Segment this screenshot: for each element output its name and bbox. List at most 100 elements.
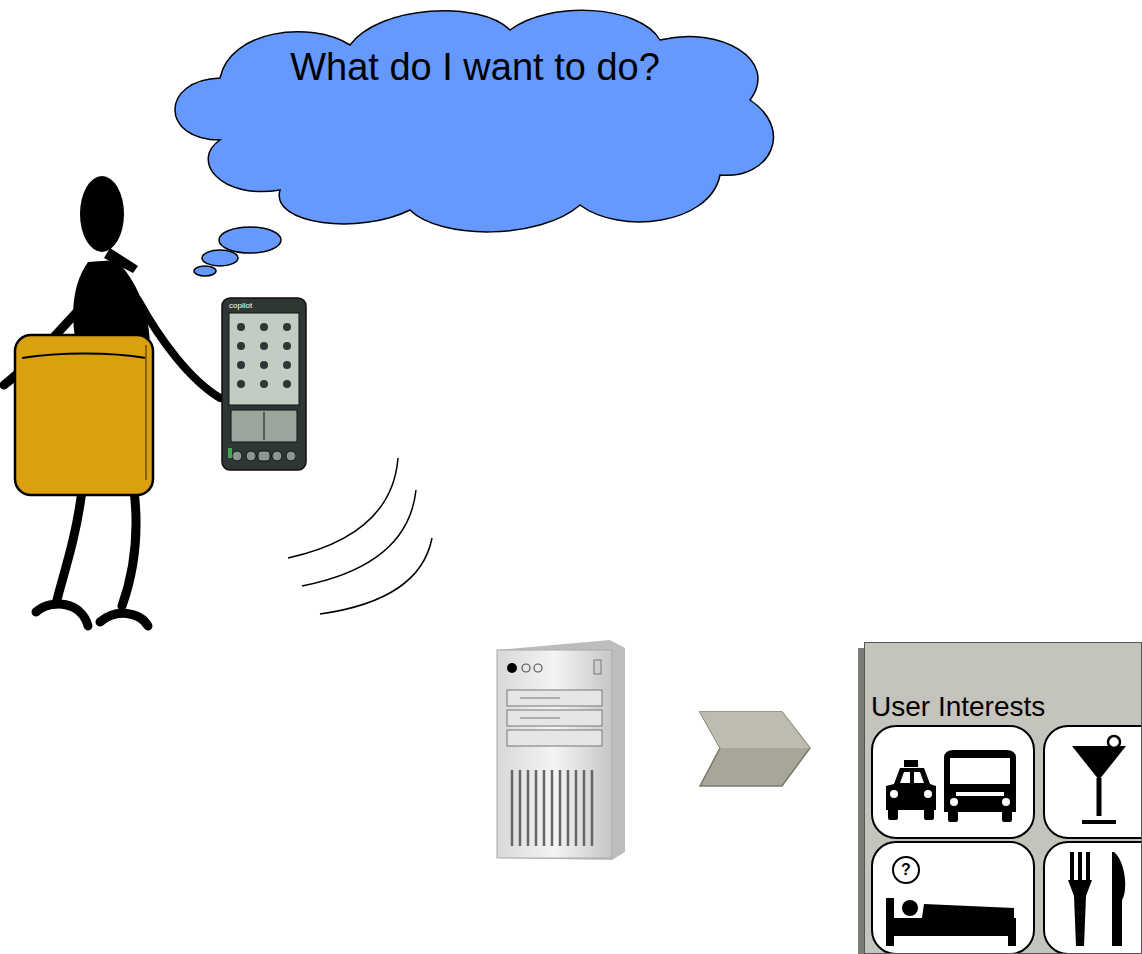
cloud-outline (160, 0, 790, 240)
interest-icons-part (872, 726, 1034, 838)
interest-icons-part (1082, 820, 1116, 824)
interest-icons-part (944, 750, 1016, 812)
interest-icons-part (1044, 726, 1142, 838)
server-tower-part (551, 770, 554, 846)
interest-icons-part (886, 768, 936, 810)
interest-icons-part (1078, 852, 1082, 884)
interest-icons-part (890, 772, 932, 798)
traveller-figure-part (36, 604, 88, 626)
server-tower-part (594, 660, 601, 674)
pda-device (222, 298, 306, 470)
interest-icons-part (888, 808, 898, 820)
pda-device-part (283, 361, 291, 369)
interest-icons-part (1070, 852, 1074, 884)
interest-icons-part (900, 772, 910, 783)
panel-title: User Interests (871, 691, 1045, 723)
device-brand: copilot (229, 302, 252, 310)
pda-device-part (264, 412, 265, 440)
thought-bubbles-part (194, 266, 216, 276)
pda-device-part (283, 342, 291, 350)
question-mark: ? (901, 862, 911, 878)
traveller-figure-part (145, 345, 147, 480)
interest-panel: User Interests (864, 642, 1142, 954)
server-tower-part (512, 770, 592, 846)
interest-icons-part (950, 798, 958, 806)
interest-icons-part (948, 810, 958, 822)
interest-icons-part (886, 898, 894, 946)
pda-device-part (237, 323, 291, 388)
interest-icons-part (1002, 798, 1010, 806)
pda-device-part (260, 361, 268, 369)
pda-device-part (222, 298, 306, 470)
pda-device-part (228, 448, 232, 458)
server-tower-part (559, 770, 562, 846)
pda-device-part (283, 380, 291, 388)
pda-device-part (237, 342, 245, 350)
pda-device-part (237, 380, 245, 388)
interest-icons-part (872, 726, 1142, 954)
server-tower-part (507, 690, 602, 706)
interest-icons-part (904, 760, 918, 767)
interest-icons-part (872, 842, 1034, 954)
interest-icons (872, 726, 1142, 954)
interest-icons-part (950, 758, 1010, 784)
block-arrow-part (700, 712, 810, 786)
thought-text: What do I want to do? (290, 46, 660, 90)
server-tower-part (520, 718, 560, 719)
server-tower-part (497, 650, 612, 858)
interest-icons-part (894, 918, 1014, 936)
interest-icons-part (1097, 778, 1102, 816)
thought-bubbles (194, 227, 281, 276)
server-tower-part (583, 770, 586, 846)
block-arrow-part (700, 712, 810, 748)
interest-icons-part (890, 790, 898, 798)
interest-icons-part (886, 760, 936, 810)
interest-icons-part (1072, 746, 1126, 780)
server-tower-part (507, 710, 602, 726)
server-tower-part (507, 663, 517, 673)
interest-icons-part (914, 772, 924, 783)
server-tower-part (527, 770, 530, 846)
wireless-waves (288, 458, 432, 614)
interest-icons-part (922, 904, 1014, 918)
interest-icons-part (924, 790, 932, 798)
server-tower-part (591, 770, 594, 846)
pda-device-part (229, 313, 299, 405)
pda-device-part (237, 323, 245, 331)
pda-device-part (231, 410, 297, 442)
interest-icons-part (1086, 852, 1090, 884)
server-tower-part (511, 770, 514, 846)
thought-bubbles-part (219, 227, 281, 253)
server-tower-part (567, 770, 570, 846)
pda-device-part (232, 451, 242, 461)
interest-icons-part (1068, 880, 1092, 946)
server-tower-part (522, 664, 530, 672)
traveller-figure-part (104, 248, 138, 273)
pda-device-part (283, 323, 291, 331)
interest-icons-part (924, 808, 934, 820)
server-tower-part (575, 770, 578, 846)
interest-icons-part (1044, 842, 1142, 954)
pda-device-part (260, 342, 268, 350)
server-tower-part (534, 664, 542, 672)
pda-device-part (258, 451, 270, 461)
traveller-figure-part (122, 490, 136, 606)
server-tower-part (507, 730, 602, 746)
server-tower-part (535, 770, 538, 846)
pda-device-part (232, 451, 296, 461)
traveller-figure-part (22, 354, 146, 359)
interest-icons-part (893, 857, 919, 883)
block-arrow (700, 712, 810, 786)
traveller-figure (4, 176, 220, 626)
server-tower-part (543, 770, 546, 846)
server-tower-part (497, 640, 625, 860)
pda-device-part (272, 451, 282, 461)
interest-icons-part (1108, 736, 1120, 748)
pda-device-part (260, 323, 268, 331)
interest-icons-part (956, 792, 1004, 796)
server-tower (497, 640, 625, 860)
interest-icons-part (1112, 852, 1125, 946)
pda-device-part (246, 451, 256, 461)
wireless-waves-part (320, 538, 432, 614)
